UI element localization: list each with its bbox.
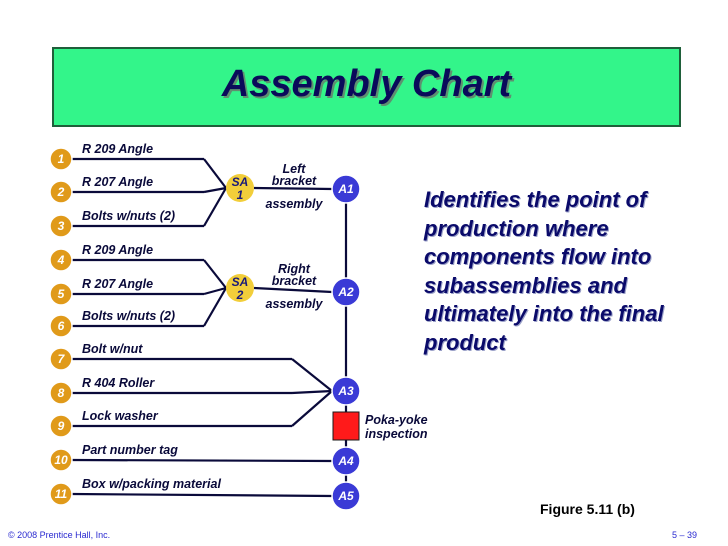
component-number-circle — [49, 347, 73, 371]
assembly-circle — [331, 277, 361, 307]
component-number-circle — [49, 180, 73, 204]
title-banner: Assembly Chart — [52, 47, 681, 127]
footer-page-number: 5 – 39 — [672, 530, 698, 540]
figure-label: Figure 5.11 (b) — [540, 501, 635, 517]
subassembly-desc: assembly — [266, 297, 324, 311]
component-number: 10 — [54, 453, 68, 467]
component-connector — [203, 259, 227, 289]
component-number: 1 — [58, 152, 65, 166]
component-connector — [203, 286, 227, 296]
subassembly-desc: bracket — [272, 174, 317, 188]
component-number-circle — [49, 314, 73, 338]
component-label: R 207 Angle — [82, 175, 153, 189]
subassembly-circle — [226, 274, 254, 302]
subassembly-label: SA — [232, 175, 249, 189]
component-line — [71, 492, 333, 498]
inspection-box — [332, 411, 360, 441]
component-connector — [203, 287, 227, 327]
component-connector — [291, 358, 333, 392]
component-number-circle — [49, 147, 73, 171]
component-number: 6 — [58, 319, 65, 333]
subassembly-connector — [253, 286, 333, 294]
component-label: Bolts w/nuts (2) — [82, 309, 175, 323]
subassembly-desc: bracket — [272, 274, 317, 288]
component-label: R 207 Angle — [82, 277, 153, 291]
component-connector — [203, 186, 227, 194]
component-number: 4 — [57, 253, 65, 267]
component-label: Box w/packing material — [82, 477, 221, 491]
component-connector — [291, 390, 333, 427]
component-line — [71, 458, 333, 463]
subassembly-circle — [226, 174, 254, 202]
assembly-label: A2 — [337, 285, 354, 299]
component-number-circle — [49, 214, 73, 238]
assembly-circle — [331, 446, 361, 476]
assembly-circle — [331, 481, 361, 511]
component-label: R 404 Roller — [82, 376, 155, 390]
assembly-circle — [331, 174, 361, 204]
component-label: Part number tag — [82, 443, 178, 457]
component-label: R 209 Angle — [82, 142, 153, 156]
component-number-circle — [49, 448, 73, 472]
subassembly-desc: Left — [283, 162, 307, 176]
assembly-label: A5 — [337, 489, 354, 503]
component-label: Lock washer — [82, 409, 159, 423]
assembly-label: A3 — [337, 384, 354, 398]
component-number-circle — [49, 282, 73, 306]
component-label: R 209 Angle — [82, 243, 153, 257]
assembly-circle — [331, 376, 361, 406]
page-title: Assembly Chart — [221, 63, 512, 105]
inspection-label: Poka-yoke — [365, 413, 428, 427]
chart-description: Identifies the point of production where… — [424, 187, 664, 355]
component-number: 5 — [58, 287, 65, 301]
assembly-label: A4 — [337, 454, 354, 468]
component-number: 3 — [58, 219, 65, 233]
component-connector — [203, 158, 227, 189]
component-number-circle — [49, 248, 73, 272]
subassembly-desc: assembly — [266, 197, 324, 211]
subassembly-number: 1 — [237, 188, 244, 202]
subassembly-desc: Right — [278, 262, 311, 276]
component-number: 8 — [58, 386, 65, 400]
subassembly-label: SA — [232, 275, 249, 289]
component-connector — [203, 187, 227, 227]
subassembly-number: 2 — [236, 288, 244, 302]
component-number: 9 — [58, 419, 65, 433]
component-number: 7 — [58, 352, 66, 366]
component-label: Bolt w/nut — [82, 342, 143, 356]
component-connector — [291, 389, 333, 395]
footer-copyright: © 2008 Prentice Hall, Inc. — [8, 530, 111, 540]
component-number: 2 — [57, 185, 65, 199]
component-number-circle — [49, 482, 73, 506]
component-number-circle — [49, 414, 73, 438]
inspection-label: inspection — [365, 427, 428, 441]
component-label: Bolts w/nuts (2) — [82, 209, 175, 223]
component-number-circle — [49, 381, 73, 405]
component-number: 11 — [55, 487, 68, 501]
assembly-label: A1 — [337, 182, 354, 196]
subassembly-connector — [253, 186, 333, 191]
